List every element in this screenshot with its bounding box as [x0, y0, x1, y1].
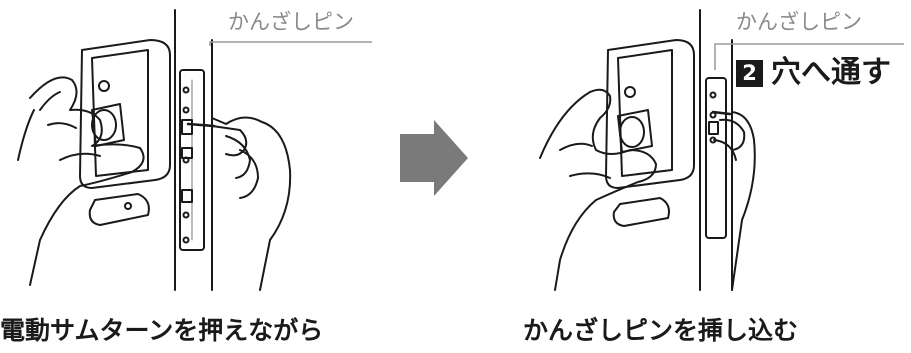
left-illustration: [0, 0, 380, 300]
left-lock-drawing: [17, 9, 372, 291]
right-callout-line: [714, 43, 904, 70]
right-caption: かんざしピンを挿し込む: [523, 316, 799, 345]
step-number-badge: 2: [736, 59, 763, 87]
step-annotation: 2 穴へ通す: [736, 58, 891, 88]
right-arrow-icon: [400, 120, 468, 196]
left-callout-label: かんざしピン: [228, 10, 354, 34]
right-callout-label: かんざしピン: [736, 10, 862, 34]
right-illustration: [500, 0, 911, 300]
left-caption: 電動サムターンを押えながら: [0, 316, 324, 345]
step-text: 穴へ通す: [771, 55, 891, 90]
left-callout-line: [209, 41, 372, 46]
right-lock-drawing: [539, 9, 904, 291]
